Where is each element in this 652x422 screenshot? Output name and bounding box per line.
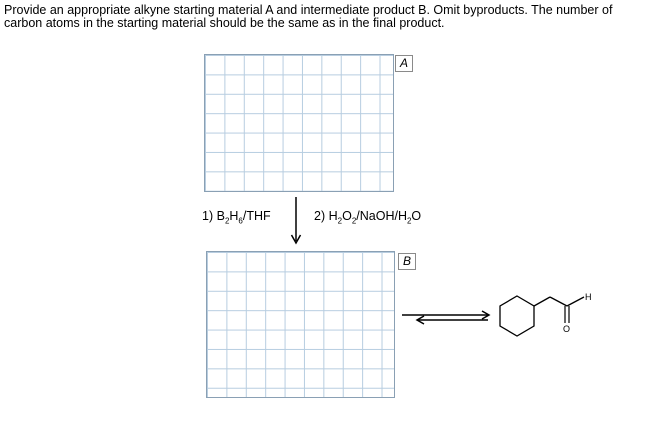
question-text: Provide an appropriate alkyne starting m… (4, 3, 613, 30)
drawing-canvas-a[interactable] (204, 54, 394, 192)
reagent-step-1: 1) B2H6/THF (202, 209, 271, 226)
equilibrium-arrow (402, 310, 491, 325)
reaction-arrow-down (290, 197, 302, 245)
reagent-step-2: 2) H2O2/NaOH/H2O (314, 209, 422, 226)
box-label-a: A (395, 55, 413, 72)
box-label-b: B (398, 253, 416, 270)
hydrogen-label: H (585, 292, 592, 302)
oxygen-label: O (563, 324, 570, 334)
product-molecule: H O (499, 292, 592, 337)
drawing-canvas-b[interactable] (206, 251, 395, 398)
cyclohexane-ring (499, 295, 535, 337)
